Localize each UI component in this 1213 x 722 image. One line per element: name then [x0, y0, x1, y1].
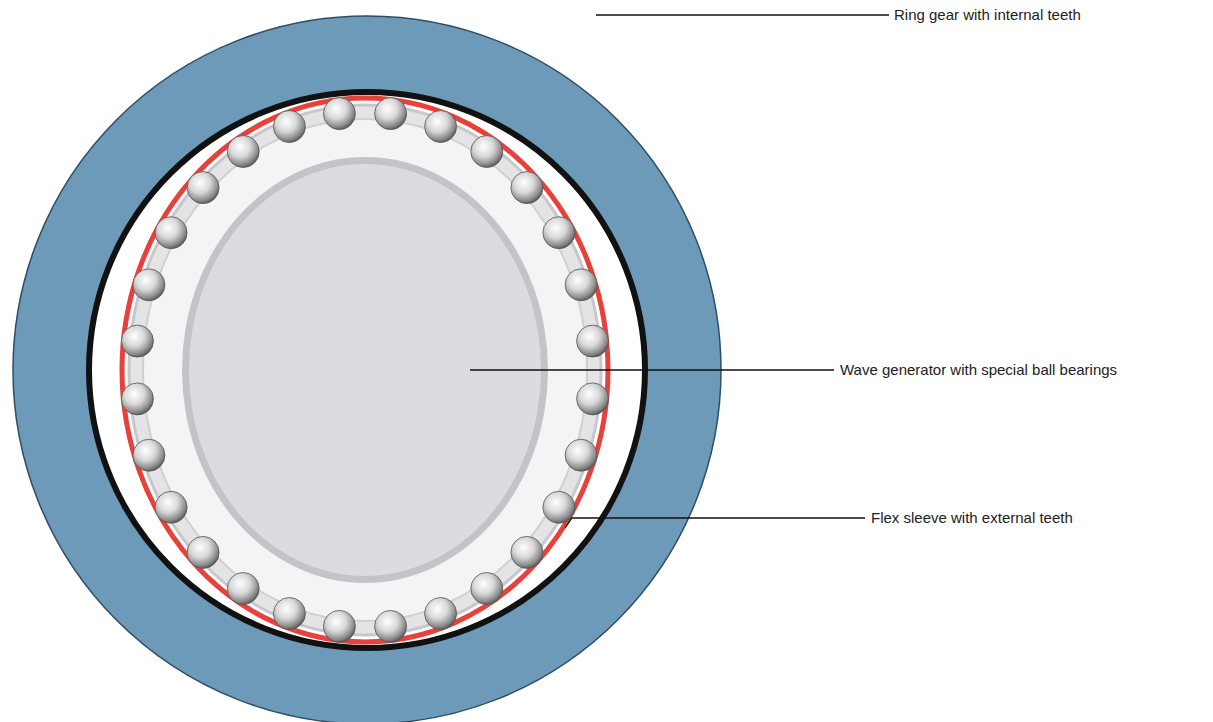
ball: [543, 491, 575, 523]
part-label: Wave generator with special ball bearing…: [840, 361, 1117, 379]
ball: [577, 325, 609, 357]
leader-line: [596, 14, 889, 15]
ball: [511, 536, 543, 568]
ball: [543, 217, 575, 249]
ball: [565, 269, 597, 301]
ball: [375, 610, 407, 642]
ball: [323, 98, 355, 130]
ball: [155, 491, 187, 523]
ball: [471, 136, 503, 168]
ball: [155, 217, 187, 249]
ball: [425, 111, 457, 143]
ball: [375, 98, 407, 130]
ball: [273, 598, 305, 630]
ball: [565, 439, 597, 471]
ball: [273, 111, 305, 143]
ball: [511, 172, 543, 204]
ball: [425, 598, 457, 630]
part-label: Flex sleeve with external teeth: [871, 509, 1073, 527]
ball: [577, 383, 609, 415]
ball: [227, 573, 259, 605]
ball: [471, 573, 503, 605]
ball: [227, 136, 259, 168]
leader-line: [565, 518, 865, 528]
ball: [187, 172, 219, 204]
ring-gear: [13, 16, 721, 722]
ball: [323, 610, 355, 642]
part-label: Ring gear with internal teeth: [894, 6, 1081, 24]
ball: [187, 536, 219, 568]
ball: [121, 325, 153, 357]
ball: [133, 269, 165, 301]
ball: [121, 383, 153, 415]
ball: [133, 439, 165, 471]
leader-line: [470, 369, 834, 370]
